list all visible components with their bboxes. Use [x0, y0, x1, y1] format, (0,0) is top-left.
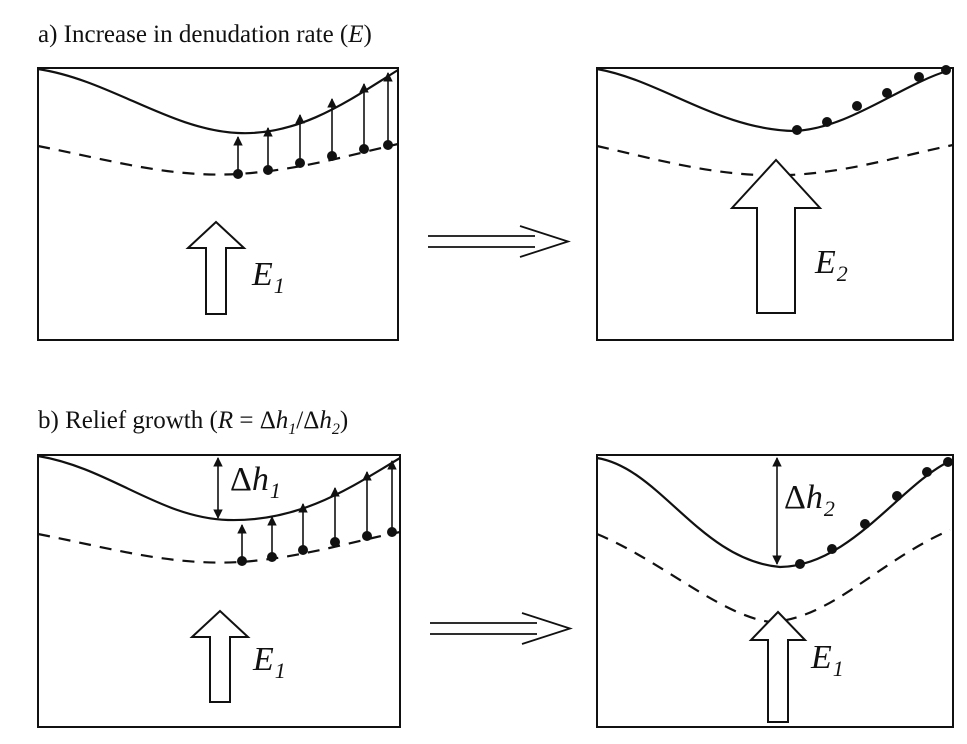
panel-b-left: Δh1 E1 — [37, 454, 401, 728]
marker-dot — [914, 72, 924, 82]
marker-dot — [263, 165, 273, 175]
marker-dot — [852, 101, 862, 111]
marker-dot — [362, 531, 372, 541]
panel-a-left-label: E1 — [251, 256, 285, 298]
panel-a-right-dots — [792, 65, 951, 135]
panel-a-left-dashed-surface — [37, 142, 399, 176]
panel-a-right-surface — [596, 67, 951, 133]
marker-dot — [233, 169, 243, 179]
panel-b-left-dots — [237, 527, 397, 566]
panel-a-left-dots — [233, 140, 393, 179]
uplift-large-arrow — [748, 610, 808, 723]
marker-dot — [298, 545, 308, 555]
panel-a-right-frame — [596, 67, 954, 341]
marker-dot — [792, 125, 802, 135]
panel-b-left-label: E1 — [252, 641, 286, 683]
panel-b-right: Δh2 E1 — [596, 454, 954, 728]
panel-a-left-surface — [37, 67, 399, 135]
marker-dot — [383, 140, 393, 150]
marker-dot — [922, 467, 932, 477]
panel-b-left-delta-label: Δh1 — [230, 461, 281, 503]
panel-a-left-uplift-arrows — [233, 72, 393, 172]
marker-dot — [237, 556, 247, 566]
panel-b-title: b) Relief growth (R = Δh1/Δh2) — [38, 407, 348, 438]
marker-dot — [941, 65, 951, 75]
panel-a-right: E2 — [596, 65, 954, 341]
marker-dot — [827, 544, 837, 554]
marker-dot — [882, 88, 892, 98]
panel-b-right-dashed-surface — [596, 528, 951, 624]
marker-dot — [795, 559, 805, 569]
panel-b-left-uplift-arrows — [237, 460, 397, 560]
marker-dot — [295, 158, 305, 168]
marker-dot — [327, 151, 337, 161]
uplift-large-arrow — [185, 220, 247, 315]
marker-dot — [860, 519, 870, 529]
panel-b-right-frame — [596, 454, 954, 728]
panel-b-left-dashed-surface — [37, 530, 401, 564]
panel-a-left: E1 — [37, 67, 399, 341]
uplift-large-arrow — [189, 609, 251, 703]
marker-dot — [267, 552, 277, 562]
panel-b-right-dots — [795, 457, 953, 569]
panel-b-left-surface — [37, 454, 401, 522]
marker-dot — [943, 457, 953, 467]
panel-a-right-label: E2 — [814, 244, 848, 286]
panel-a-left-frame — [37, 67, 399, 341]
panel-a-title: a) Increase in denudation rate (E) — [38, 21, 372, 48]
marker-dot — [892, 491, 902, 501]
panel-b-right-label: E1 — [810, 639, 844, 681]
marker-dot — [822, 117, 832, 127]
marker-dot — [359, 144, 369, 154]
panel-a-transition-arrow — [428, 225, 571, 258]
panel-b-transition-arrow — [430, 612, 573, 645]
panel-b-left-frame — [37, 454, 401, 728]
panel-b-right-delta-label: Δh2 — [784, 479, 835, 521]
marker-dot — [387, 527, 397, 537]
marker-dot — [330, 537, 340, 547]
uplift-large-arrow — [729, 158, 823, 314]
panel-b-right-surface — [596, 456, 951, 569]
